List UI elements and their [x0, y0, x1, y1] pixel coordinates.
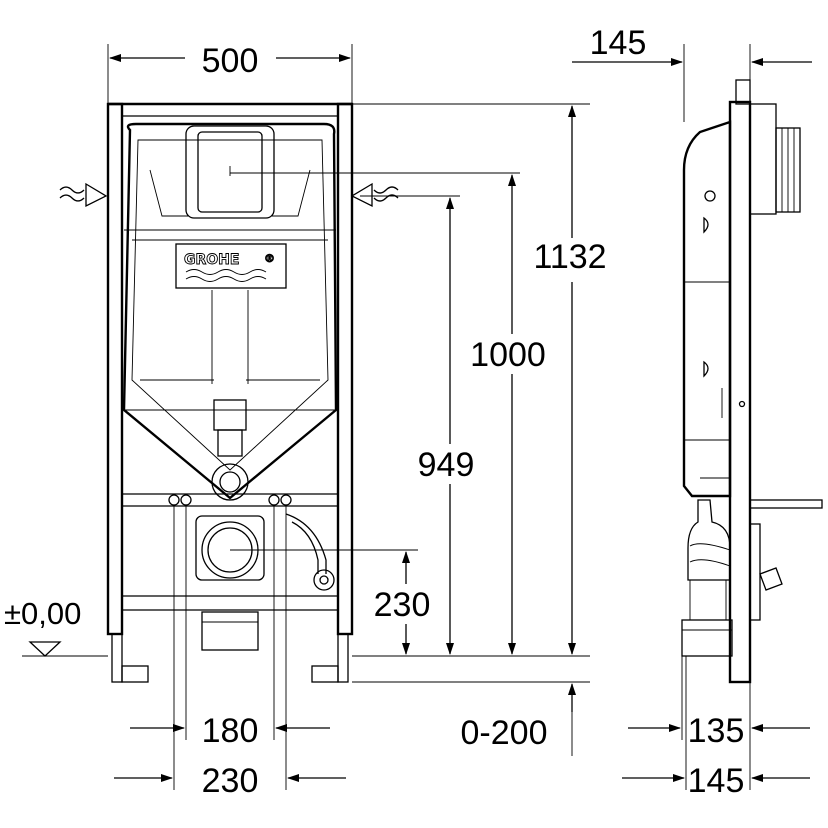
side-frame-post	[728, 100, 752, 684]
brand-logo	[175, 243, 287, 289]
actuator-plate	[185, 125, 275, 219]
dim-side-bottom-135: 135	[688, 712, 745, 750]
dim-width: 500	[202, 42, 259, 80]
dim-drain-spacing: 230	[202, 762, 259, 800]
left-foot	[111, 633, 123, 683]
floor-reference: ±0,00	[4, 596, 81, 631]
side-dimensions: 145 135 145	[572, 24, 812, 800]
dim-side-top-depth: 145	[590, 24, 647, 62]
drain-connection	[195, 515, 265, 581]
left-upright	[106, 102, 124, 636]
front-view: GROHE ®	[59, 102, 520, 683]
dim-side-bottom-145: 145	[688, 762, 745, 800]
cistern-body	[122, 122, 338, 500]
registered-mark: ®	[264, 252, 275, 265]
side-drain-elbow	[687, 499, 731, 581]
dim-inlet-height: 949	[418, 446, 475, 484]
dim-adjustment-range: 0-200	[461, 714, 548, 752]
side-view	[681, 79, 823, 684]
side-cistern	[682, 120, 732, 498]
dim-bolt-spacing: 180	[202, 712, 259, 750]
right-upright	[336, 102, 354, 636]
dim-drain-height: 230	[374, 586, 431, 624]
flush-pipe	[213, 399, 247, 431]
front-dimensions: 500 1132 1000 949 230 ±0,00 0-200	[4, 42, 607, 800]
brand-logo-text: GROHE	[184, 252, 239, 268]
right-foot	[337, 633, 349, 683]
dim-actuator-height: 1000	[470, 336, 546, 374]
dim-total-height: 1132	[533, 238, 606, 276]
floor-symbol	[28, 641, 62, 657]
